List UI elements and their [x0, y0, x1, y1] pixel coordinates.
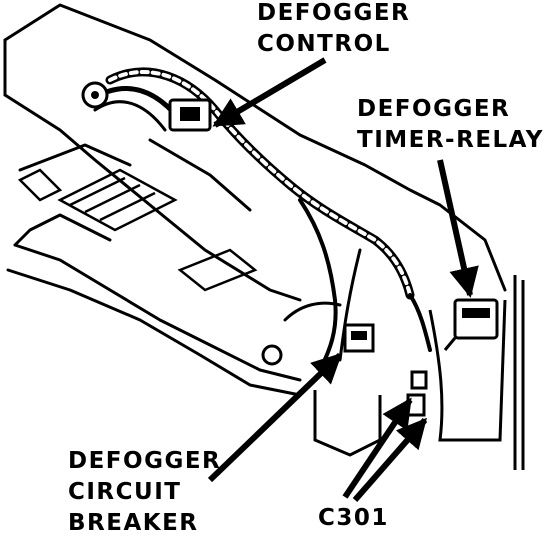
label-defogger-control-line-1: DEFOGGER	[257, 0, 411, 26]
arrow-defogger-timer-relay	[437, 159, 479, 298]
label-defogger-timer-relay-line-1: DEFOGGER	[357, 96, 511, 122]
defogger-circuit-breaker	[261, 323, 382, 457]
defogger-timer-relay	[443, 298, 499, 351]
label-defogger-control-line-2: CONTROL	[257, 31, 391, 57]
label-defogger-circuit-breaker: DEFOGGER CIRCUIT BREAKER	[68, 446, 221, 539]
label-defogger-timer-relay-line-2: TIMER-RELAY	[357, 127, 544, 153]
label-defogger-circuit-breaker-line-3: BREAKER	[68, 510, 199, 536]
leader-arrows	[207, 57, 479, 502]
arrow-c301-lower	[352, 417, 428, 502]
label-defogger-control: DEFOGGER CONTROL	[257, 0, 410, 60]
side-pillar	[428, 275, 525, 470]
arrow-c301-upper	[342, 397, 413, 499]
label-defogger-timer-relay: DEFOGGER TIMER-RELAY	[357, 94, 544, 156]
arrow-defogger-control	[212, 57, 327, 128]
instrument-panel-outline	[3, 3, 507, 397]
defogger-control-switch	[81, 81, 212, 132]
label-defogger-circuit-breaker-line-1: DEFOGGER	[68, 448, 222, 474]
arrow-defogger-circuit-breaker	[207, 352, 343, 483]
c301-connector	[406, 370, 428, 417]
panel-details	[17, 168, 258, 292]
label-c301: C301	[318, 505, 389, 531]
label-defogger-circuit-breaker-line-2: CIRCUIT	[68, 479, 182, 505]
